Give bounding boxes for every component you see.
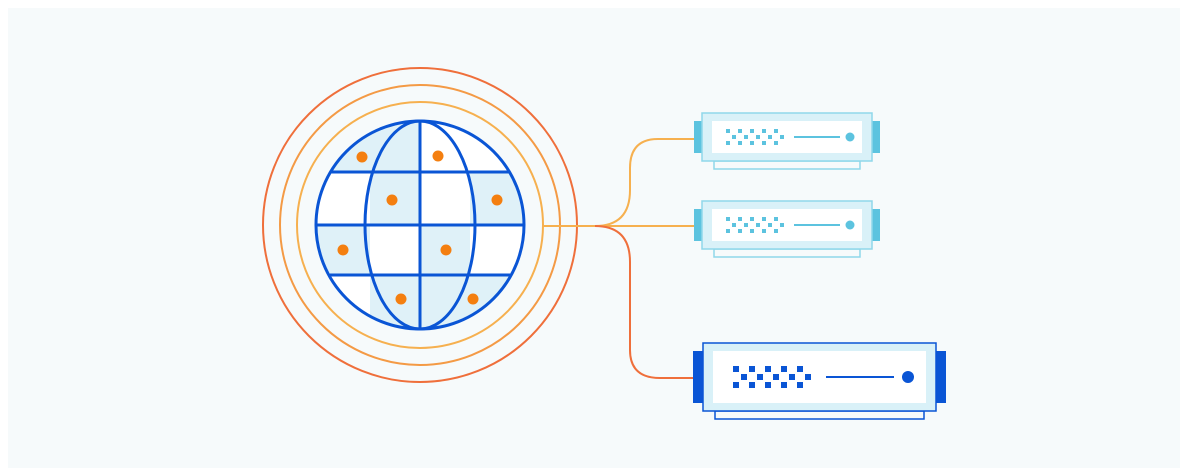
wire-to-server-bottom — [594, 225, 694, 379]
globe-grid-lines — [314, 119, 526, 331]
server-bottom — [693, 342, 946, 420]
server-vents — [726, 129, 784, 145]
location-dot — [356, 151, 368, 163]
wire-to-server-top — [543, 138, 694, 227]
server-middle — [694, 200, 880, 258]
server-ear-right — [872, 209, 880, 241]
server-ear-left — [694, 121, 702, 153]
globe-location-dots — [337, 150, 503, 305]
server-status-light — [845, 220, 855, 230]
server-vents — [726, 217, 784, 233]
globe-icon — [314, 119, 526, 331]
server-top — [694, 112, 880, 170]
connection-wires — [543, 138, 694, 379]
location-dot — [337, 244, 349, 256]
location-dot — [440, 244, 452, 256]
server-status-light — [845, 132, 855, 142]
background-panel — [8, 8, 1180, 468]
server-ear-left — [694, 209, 702, 241]
server-ear-right — [872, 121, 880, 153]
location-dot — [386, 194, 398, 206]
server-ear-right — [936, 351, 946, 403]
location-dot — [395, 293, 407, 305]
server-vents — [733, 366, 811, 388]
location-dot — [467, 293, 479, 305]
location-dot — [432, 150, 444, 162]
server-status-light — [902, 371, 914, 383]
location-dot — [491, 194, 503, 206]
server-ear-left — [693, 351, 703, 403]
